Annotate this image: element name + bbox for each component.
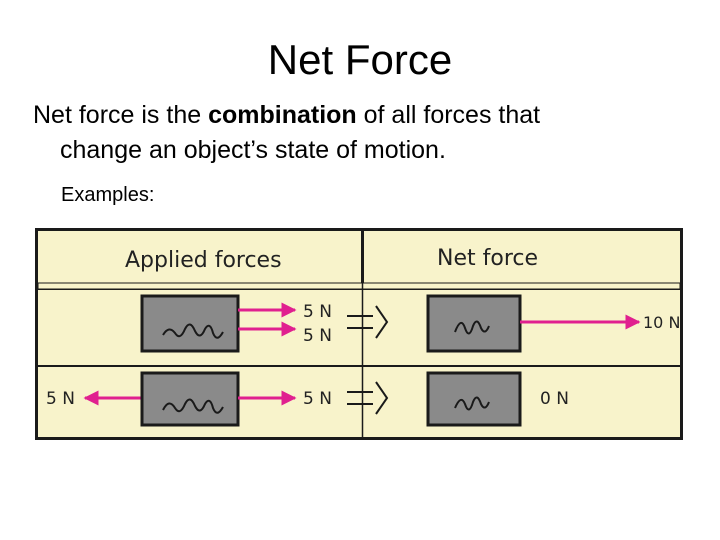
header-separator	[37, 282, 681, 290]
row1-net-box	[426, 294, 522, 353]
examples-label: Examples:	[61, 184, 155, 206]
definition-line-2: change an object’s state of motion.	[60, 136, 446, 164]
row1-equals-arrow-icon	[347, 305, 389, 339]
row2-net-box	[426, 371, 522, 427]
row2-right-force-label: 5 N	[303, 389, 332, 409]
row2-box	[140, 371, 240, 427]
net-force-figure: Applied forces Net force 5 N 5 N 10 N 5 …	[35, 228, 683, 440]
definition-bold-term: combination	[208, 101, 357, 129]
row1-force-b-label: 5 N	[303, 326, 332, 346]
definition-paragraph: Net force is the combination of all forc…	[33, 98, 673, 168]
definition-prefix: Net force is the	[33, 101, 209, 129]
definition-line-1: Net force is the combination of all forc…	[33, 98, 673, 133]
row1-force-a-label: 5 N	[303, 302, 332, 322]
row2-net-label: 0 N	[540, 389, 569, 409]
header-applied-forces: Applied forces	[125, 248, 282, 273]
header-cell-right	[364, 231, 680, 283]
row2-panel	[38, 367, 680, 437]
header-cell-left	[38, 231, 361, 283]
slide-title: Net Force	[267, 36, 453, 83]
header-net-force: Net force	[437, 246, 538, 271]
row2-equals-arrow-icon	[347, 381, 389, 415]
row1-box	[140, 294, 240, 353]
definition-suffix: of all forces that	[356, 101, 541, 129]
row1-net-label: 10 N	[643, 313, 680, 332]
row2-left-force-label: 5 N	[46, 389, 75, 409]
